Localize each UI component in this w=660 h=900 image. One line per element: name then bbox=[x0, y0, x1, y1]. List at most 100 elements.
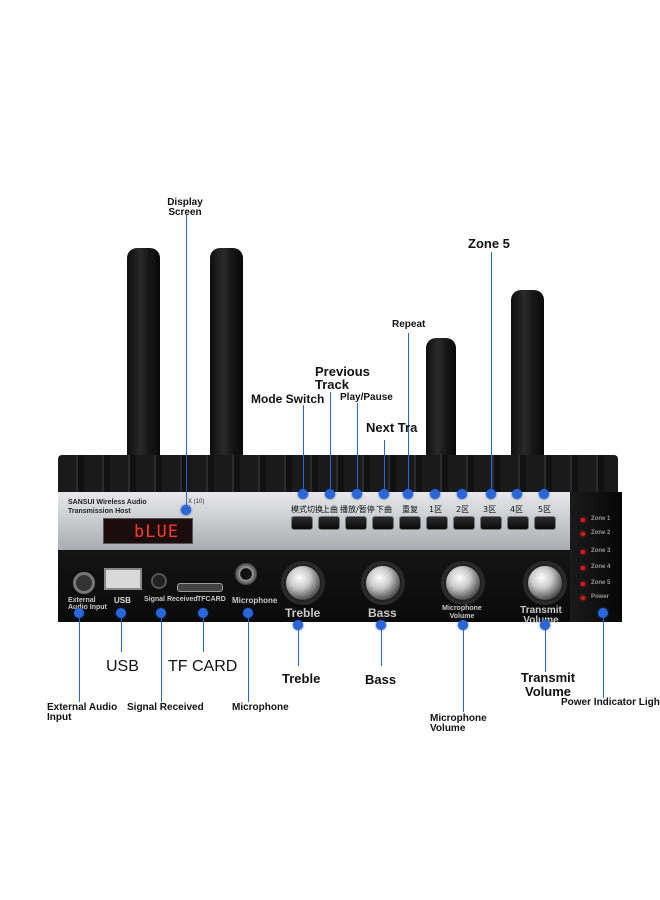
zone5-led-label: Zone 5 bbox=[591, 580, 611, 586]
callout-power-indicator: Power Indicator Ligh bbox=[561, 697, 660, 708]
treble-knob[interactable] bbox=[284, 564, 322, 602]
device-vented-top bbox=[58, 455, 618, 495]
brand-text: SANSUI Wireless Audio bbox=[68, 499, 147, 506]
btn-label-next: 下曲 bbox=[376, 505, 392, 514]
callout-usb: USB bbox=[106, 658, 139, 675]
zone5-button[interactable] bbox=[534, 516, 556, 530]
knob-label-mic-volume: Microphone Volume bbox=[442, 605, 482, 620]
line-next bbox=[384, 440, 385, 492]
power-led bbox=[581, 596, 585, 600]
signal-jack[interactable] bbox=[151, 573, 167, 589]
callout-microphone-volume: Microphone Volume bbox=[430, 713, 487, 734]
antenna-4 bbox=[511, 290, 544, 460]
knob-label-treble: Treble bbox=[285, 606, 321, 620]
power-led-label: Power bbox=[591, 594, 610, 600]
device-right-panel bbox=[570, 492, 622, 622]
dot-usb bbox=[116, 608, 126, 618]
callout-next-track: Next Tra bbox=[366, 420, 418, 435]
dot-repeat bbox=[403, 489, 413, 499]
btn-label-zone1: 1区 bbox=[429, 505, 443, 514]
line-power bbox=[603, 612, 604, 698]
callout-zone5: Zone 5 bbox=[468, 236, 510, 251]
zone2-led-label: Zone 2 bbox=[591, 530, 611, 536]
zone1-button[interactable] bbox=[426, 516, 448, 530]
zone3-led bbox=[581, 550, 585, 554]
display-marker: X (10) bbox=[188, 499, 205, 505]
zone1-led bbox=[581, 518, 585, 522]
port-label-external-audio: External Audio Input bbox=[68, 597, 107, 611]
callout-transmit-volume: Transmit Volume bbox=[520, 670, 576, 699]
dot-zone1 bbox=[430, 489, 440, 499]
dot-display bbox=[181, 505, 191, 515]
zone1-led-label: Zone 1 bbox=[591, 516, 611, 522]
callout-play-pause: Play/Pause bbox=[340, 392, 393, 403]
display-screen: bLUE bbox=[103, 518, 193, 544]
port-label-signal: Signal Received bbox=[144, 596, 198, 603]
zone3-led-label: Zone 3 bbox=[591, 548, 611, 554]
line-mode bbox=[303, 405, 304, 492]
microphone-jack[interactable] bbox=[235, 563, 257, 585]
antenna-3 bbox=[426, 338, 456, 460]
callout-repeat: Repeat bbox=[392, 319, 426, 330]
line-mic-volume bbox=[463, 624, 464, 712]
btn-label-mode: 模式切换 bbox=[291, 505, 323, 514]
usb-port[interactable] bbox=[104, 568, 142, 590]
line-prev bbox=[330, 392, 331, 492]
knob-label-bass: Bass bbox=[368, 606, 397, 620]
zone3-button[interactable] bbox=[480, 516, 502, 530]
zone4-led-label: Zone 4 bbox=[591, 564, 611, 570]
line-repeat bbox=[408, 333, 409, 493]
transmit-volume-knob[interactable] bbox=[526, 564, 564, 602]
bass-knob[interactable] bbox=[364, 564, 402, 602]
antenna-1 bbox=[127, 248, 160, 460]
zone2-led bbox=[581, 532, 585, 536]
port-label-tf: TFCARD bbox=[197, 596, 226, 603]
callout-microphone: Microphone bbox=[232, 702, 289, 713]
line-bass bbox=[381, 624, 382, 666]
dot-external-audio bbox=[74, 608, 84, 618]
line-usb bbox=[121, 612, 122, 652]
line-microphone bbox=[248, 612, 249, 702]
line-external-audio bbox=[79, 612, 80, 702]
dot-tf bbox=[198, 608, 208, 618]
btn-label-prev: 上曲 bbox=[322, 505, 338, 514]
mode-switch-button[interactable] bbox=[291, 516, 313, 530]
dot-microphone bbox=[243, 608, 253, 618]
btn-label-play: 播放/暂停 bbox=[340, 505, 375, 514]
repeat-button[interactable] bbox=[399, 516, 421, 530]
zone5-led bbox=[581, 582, 585, 586]
dot-zone3 bbox=[486, 489, 496, 499]
callout-bass: Bass bbox=[365, 672, 397, 687]
next-track-button[interactable] bbox=[372, 516, 394, 530]
play-pause-button[interactable] bbox=[345, 516, 367, 530]
dot-mic-volume bbox=[458, 620, 468, 630]
line-zone5 bbox=[491, 252, 492, 492]
callout-previous-track: Previous Track bbox=[315, 364, 370, 392]
tf-card-slot[interactable] bbox=[177, 583, 223, 592]
dot-treble bbox=[293, 620, 303, 630]
callout-signal-received: Signal Received bbox=[127, 702, 204, 713]
microphone-volume-knob[interactable] bbox=[444, 564, 482, 602]
port-label-microphone: Microphone bbox=[232, 596, 278, 605]
callout-treble: Treble bbox=[282, 671, 321, 686]
dot-power bbox=[598, 608, 608, 618]
dot-prev bbox=[325, 489, 335, 499]
zone4-button[interactable] bbox=[507, 516, 529, 530]
previous-track-button[interactable] bbox=[318, 516, 340, 530]
line-treble bbox=[298, 624, 299, 666]
dot-zone4 bbox=[512, 489, 522, 499]
port-label-usb: USB bbox=[114, 596, 131, 605]
line-signal bbox=[161, 612, 162, 702]
dot-zone2 bbox=[457, 489, 467, 499]
callout-tf-card: TF CARD bbox=[168, 658, 238, 675]
antenna-2 bbox=[210, 248, 243, 460]
external-audio-jack[interactable] bbox=[73, 572, 95, 594]
dot-play bbox=[352, 489, 362, 499]
zone4-led bbox=[581, 566, 585, 570]
zone2-button[interactable] bbox=[453, 516, 475, 530]
btn-label-repeat: 重复 bbox=[402, 505, 418, 514]
line-tf bbox=[203, 612, 204, 652]
btn-label-zone5: 5区 bbox=[538, 505, 552, 514]
dot-transmit bbox=[540, 620, 550, 630]
dot-mode bbox=[298, 489, 308, 499]
